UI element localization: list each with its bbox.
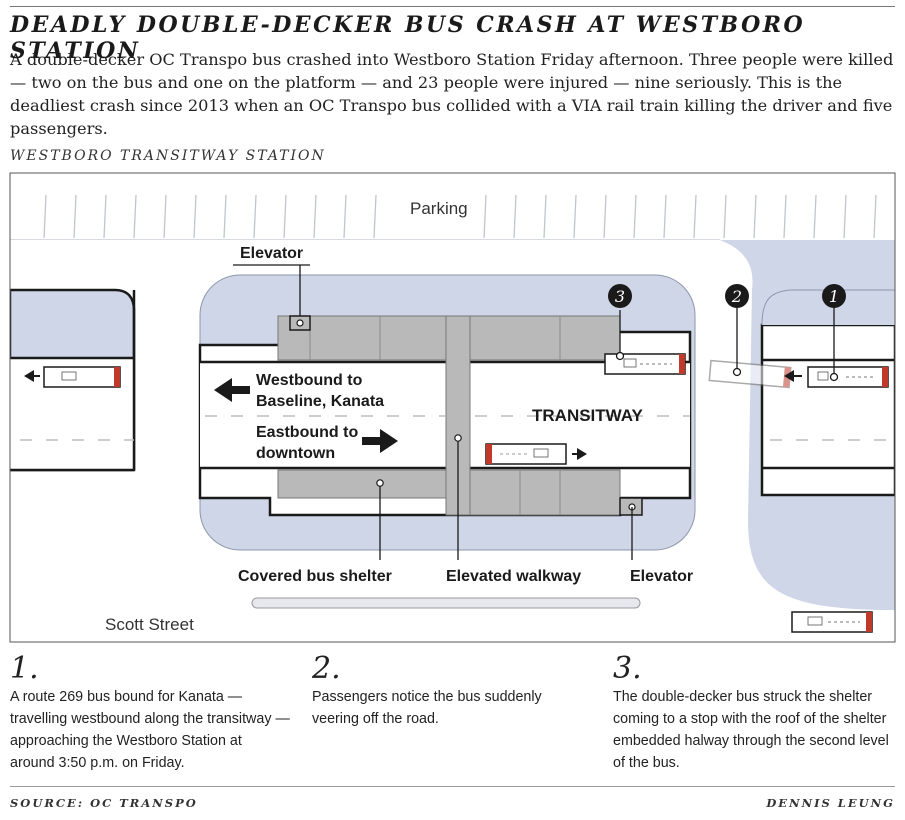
marker-1: 1 [822, 284, 846, 308]
scott-street-label: Scott Street [105, 615, 194, 634]
map-label: WESTBORO TRANSITWAY STATION [10, 148, 326, 164]
covered-shelter-label: Covered bus shelter [238, 568, 392, 585]
step-2-text: Passengers notice the bus suddenly veeri… [312, 689, 542, 727]
eastbound-label-line1: Eastbound to [256, 424, 358, 441]
bus-left-westbound [24, 366, 121, 388]
parking-area [10, 173, 895, 240]
platform-north-east [469, 315, 621, 361]
marker-2: 2 [725, 284, 749, 308]
step-2: 2. Passengers notice the bus suddenly ve… [312, 652, 592, 730]
step-1: 1. A route 269 bus bound for Kanata — tr… [10, 652, 290, 774]
page-title: DEADLY DOUBLE-DECKER BUS CRASH AT WESTBO… [10, 12, 806, 64]
west-lanes [200, 362, 446, 468]
map-frame [9, 172, 896, 643]
svg-text:2: 2 [731, 287, 742, 306]
platform-south-west [277, 469, 447, 499]
bus-approaching-1 [784, 306, 889, 388]
street-median [251, 597, 641, 609]
westbound-label-line2: Baseline, Kanata [256, 393, 384, 410]
eastbound-arrow [362, 429, 398, 453]
platform-south-east [469, 469, 621, 516]
step-2-number: 2. [312, 651, 341, 686]
elevated-walkway-label: Elevated walkway [446, 568, 581, 585]
source-credit: SOURCE: OC TRANSPO [10, 796, 198, 810]
bus-at-shelter-3 [604, 310, 686, 375]
lane-dashes [20, 415, 895, 441]
svg-text:1: 1 [829, 287, 839, 306]
step-1-text: A route 269 bus bound for Kanata — trave… [10, 689, 290, 771]
svg-text:3: 3 [615, 287, 625, 306]
bus-eastbound [485, 443, 587, 465]
transitway-label: TRANSITWAY [532, 406, 643, 425]
marker-3: 3 [608, 284, 632, 308]
bus-veering-2 [708, 359, 792, 389]
step-3-text: The double-decker bus struck the shelter… [613, 689, 889, 771]
top-rule [10, 6, 895, 7]
westbound-label-line1: Westbound to [256, 372, 363, 389]
right-transitway-block [760, 323, 895, 497]
step-3-number: 3. [613, 651, 642, 686]
bottom-rule [10, 786, 895, 787]
elevator-bottom-label: Elevator [630, 568, 693, 585]
parking-label: Parking [410, 199, 468, 218]
intro-paragraph: A double-decker OC Transpo bus crashed i… [10, 50, 894, 138]
eastbound-label-line2: downtown [256, 445, 335, 462]
elevator-top-label: Elevator [240, 245, 303, 262]
step-1-number: 1. [10, 651, 39, 686]
westbound-arrow [214, 378, 250, 402]
bus-scott-street [791, 611, 873, 633]
step-3: 3. The double-decker bus struck the shel… [613, 652, 893, 774]
author-credit: DENNIS LEUNG [766, 796, 895, 810]
parking-stalls [43, 194, 877, 239]
